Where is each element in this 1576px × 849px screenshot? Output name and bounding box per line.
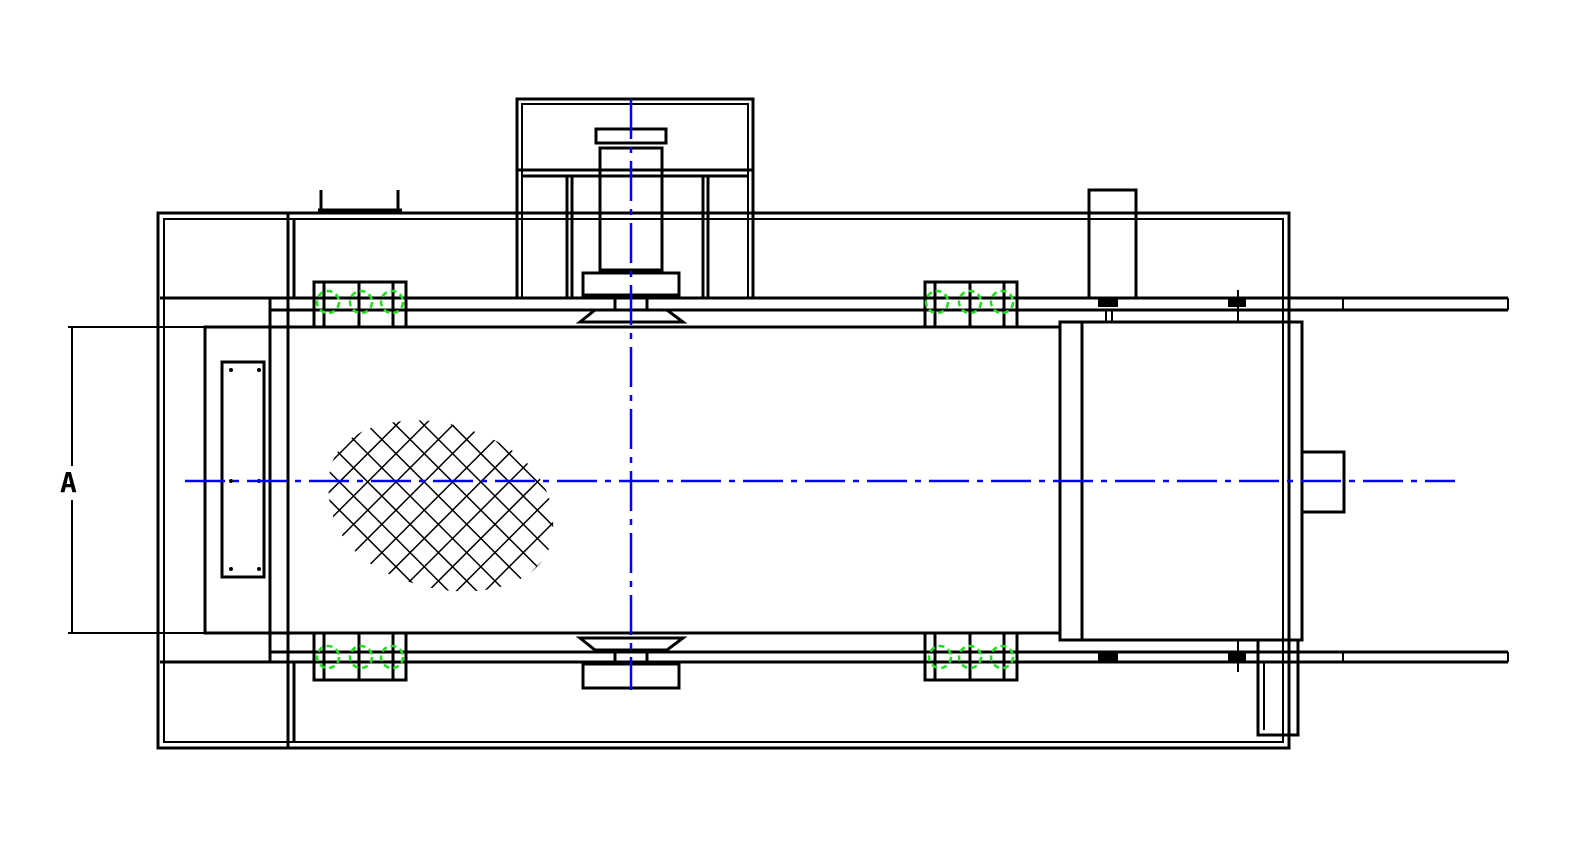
dimension-a	[68, 326, 205, 634]
access-plate	[220, 360, 266, 579]
bearing-block-bottom-left	[312, 631, 408, 682]
handle	[318, 190, 402, 212]
bearing-circles	[315, 289, 1015, 670]
side-rails	[160, 296, 1509, 664]
bearing-block-top-right	[923, 280, 1019, 329]
dimension-label: A	[60, 466, 77, 499]
bearing-block-top-left	[312, 280, 408, 329]
bearing-block-bottom-right	[923, 631, 1019, 682]
centerlines	[185, 99, 1455, 690]
mesh-belt	[328, 420, 554, 592]
bearing-blocks	[312, 280, 1019, 682]
